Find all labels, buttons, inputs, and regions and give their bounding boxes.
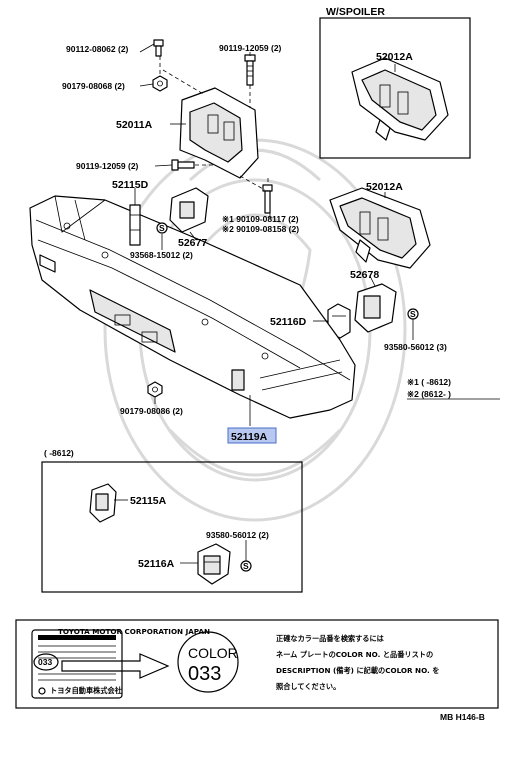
bracket-52012a[interactable] <box>329 187 431 269</box>
note-range-1: ※1 ( -8612) <box>407 377 451 387</box>
nut-90179-lower[interactable] <box>147 381 163 398</box>
instruction-line-2: ネーム プレートのCOLOR NO. と品番リストの <box>276 650 433 659</box>
label-52115a: 52115A <box>130 495 167 507</box>
clip-93580-lower[interactable]: S <box>240 560 252 572</box>
bracket-52677[interactable] <box>169 187 209 233</box>
label-52116d: 52116D <box>270 316 307 328</box>
label-93580-56012-lower: 93580-56012 (2) <box>206 530 269 540</box>
retainer-52115d[interactable] <box>129 204 141 246</box>
bolt-90109[interactable] <box>262 184 273 214</box>
bolt-90112[interactable] <box>153 39 164 57</box>
label-52116a: 52116A <box>138 558 175 570</box>
retainer-52116a[interactable] <box>197 543 231 585</box>
label-90179-08086: 90179-08086 (2) <box>120 406 183 416</box>
label-52012a: 52012A <box>366 181 403 193</box>
spoiler-title: W/SPOILER <box>326 6 385 18</box>
label-90109-08117: ※1 90109-08117 (2) <box>222 214 299 224</box>
note-range-2: ※2 (8612- ) <box>407 389 451 399</box>
bumper-cover-52119a[interactable] <box>29 195 356 419</box>
dashed-leader-group-top <box>159 56 269 191</box>
arrow-to-color-badge <box>61 653 170 679</box>
color-badge-word: COLOR <box>188 645 238 661</box>
label-90109-08158: ※2 90109-08158 (2) <box>222 224 299 234</box>
label-52677: 52677 <box>178 237 207 249</box>
name-plate-illustration: TOYOTA MOTOR CORPORATION JAPAN 033 トヨタ自動… <box>31 627 210 699</box>
label-90119-12059-side: 90119-12059 (2) <box>76 161 139 171</box>
label-90119-12059-upper: 90119-12059 (2) <box>219 43 282 53</box>
retainer-52115a[interactable] <box>89 483 117 523</box>
plate-code: 033 <box>38 657 52 667</box>
label-52678: 52678 <box>350 269 379 281</box>
instruction-line-1: 正確なカラー品番を検索するには <box>276 634 384 643</box>
spoiler-variant-box: W/SPOILER <box>319 6 471 159</box>
color-note-box <box>15 619 499 709</box>
label-52119a[interactable]: 52119A <box>231 431 268 443</box>
leader-lines <box>134 43 414 426</box>
bolt-90119-upper[interactable] <box>244 54 256 86</box>
label-52012a-spoiler: 52012A <box>376 51 413 63</box>
clip-93568[interactable]: S <box>156 222 168 234</box>
plate-code-circle <box>33 653 59 671</box>
leader-lines-lower <box>114 499 247 564</box>
clip-93580-upper[interactable]: S <box>407 308 419 320</box>
color-badge-code: 033 <box>188 663 221 685</box>
instruction-line-3: DESCRIPTION (備考) に記載のCOLOR NO. を <box>276 666 439 675</box>
plate-header-text: TOYOTA MOTOR CORPORATION JAPAN <box>58 627 210 636</box>
early-variant-title: ( -8612) <box>44 448 74 458</box>
catalog-code: MB H146-B <box>440 712 485 722</box>
label-90112-08062: 90112-08062 (2) <box>66 44 129 54</box>
instruction-line-4: 照合してください。 <box>276 682 340 691</box>
svg-text:S: S <box>159 223 165 233</box>
bracket-52011a[interactable] <box>179 87 259 179</box>
label-52011a: 52011A <box>116 119 153 131</box>
plate-header-bar <box>38 635 116 640</box>
svg-text:S: S <box>243 561 249 571</box>
svg-text:S: S <box>410 309 416 319</box>
label-93568-15012: 93568-15012 (2) <box>130 250 193 260</box>
plate-maker: トヨタ自動車株式会社 <box>50 686 123 695</box>
label-93580-56012-upper: 93580-56012 (3) <box>384 342 447 352</box>
label-52115d: 52115D <box>112 179 149 191</box>
label-52119a-highlight <box>227 427 277 444</box>
spoiler-bracket-52012a[interactable] <box>351 57 449 141</box>
bracket-52678[interactable] <box>354 283 397 333</box>
nut-90179-upper[interactable] <box>152 75 168 92</box>
bolt-90119-side[interactable] <box>171 159 195 171</box>
color-badge: COLOR 033 <box>177 631 239 693</box>
early-variant-box: ( -8612) <box>41 448 303 593</box>
label-90179-08068: 90179-08068 (2) <box>62 81 125 91</box>
